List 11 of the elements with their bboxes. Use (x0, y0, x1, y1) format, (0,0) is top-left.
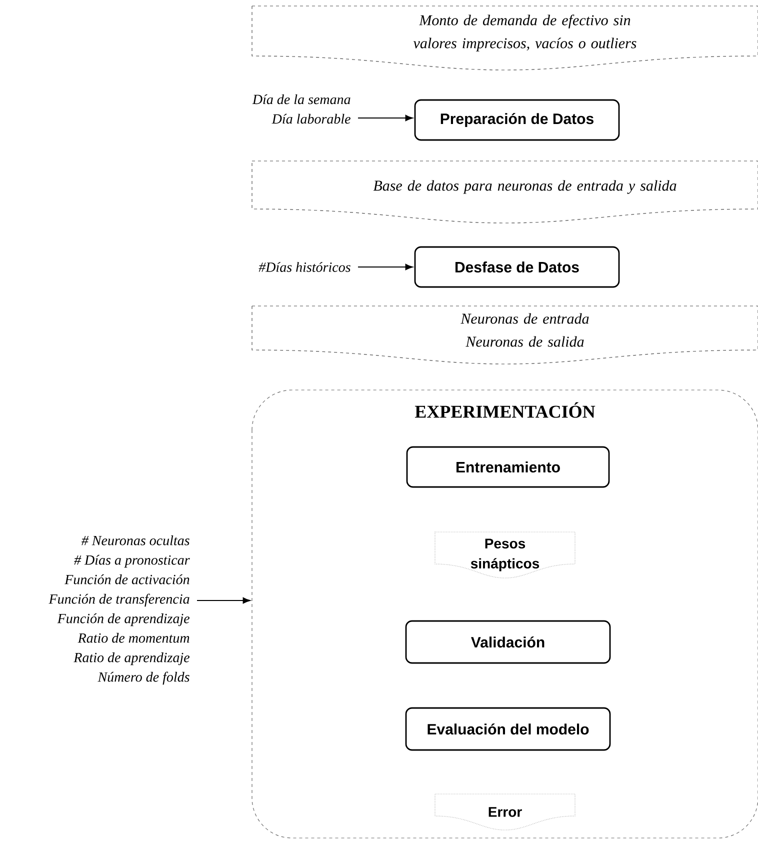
process-box: Desfase de Datos (414, 246, 620, 288)
process-box: Validación (405, 620, 611, 664)
process-box: Evaluación del modelo (405, 707, 611, 751)
parameter-list: Día de la semana Día laborable (252, 94, 350, 124)
process-box: Preparación de Datos (414, 99, 620, 141)
arrow (405, 114, 413, 122)
parameter-list: #Días históricos (258, 262, 350, 272)
process-box: Entrenamiento (406, 446, 610, 488)
parameter-list: # Neuronas ocultas # Días a pronosticar Función de activación Función de transferencia Función de aprendizaje Ratio de momentum Ratio de aprendizaje Número de folds (48, 535, 190, 685)
arrow (242, 597, 250, 604)
arrow (405, 264, 413, 270)
